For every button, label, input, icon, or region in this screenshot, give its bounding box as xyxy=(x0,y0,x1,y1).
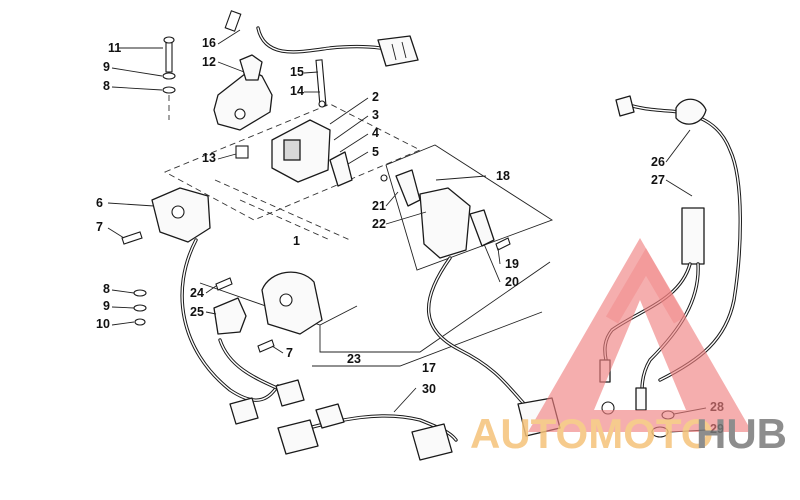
button-25 xyxy=(213,297,247,335)
callout-c4: 4 xyxy=(372,126,379,140)
connector-b xyxy=(275,379,305,407)
screw-7a xyxy=(121,231,143,245)
grommet-13 xyxy=(235,145,249,159)
callout-c23: 23 xyxy=(347,352,361,366)
housing-18 xyxy=(419,187,471,259)
callout-c6: 6 xyxy=(96,196,103,210)
watermark-text-prefix: AUTOMOTO xyxy=(470,410,713,457)
bracket-12 xyxy=(213,69,273,131)
housing-23 xyxy=(261,271,323,335)
callout-c7b: 7 xyxy=(286,346,293,360)
screw-24 xyxy=(215,277,233,291)
pin-14 xyxy=(315,59,327,107)
callout-c11: 11 xyxy=(108,41,121,55)
callout-c22: 22 xyxy=(372,217,386,231)
screw-19 xyxy=(495,237,511,251)
callout-c26: 26 xyxy=(651,155,665,169)
callout-c8a: 8 xyxy=(103,79,110,93)
connector-a xyxy=(229,397,259,425)
terminal-right xyxy=(635,387,647,411)
assembly-frame-18 xyxy=(385,144,554,271)
grommet-26 xyxy=(675,98,707,125)
assembly-frame-23 xyxy=(199,261,551,353)
connector-d xyxy=(315,403,345,429)
callout-c8b: 8 xyxy=(103,282,110,296)
callout-c1: 1 xyxy=(293,234,300,248)
bracket-12-arm xyxy=(239,54,263,81)
callout-c30: 30 xyxy=(422,382,436,396)
washer-stack-lower xyxy=(133,289,147,326)
callout-c15: 15 xyxy=(290,65,304,79)
callout-c21: 21 xyxy=(372,199,386,213)
callout-c7a: 7 xyxy=(96,220,103,234)
connector-e xyxy=(411,423,453,461)
watermark-triangle-logo xyxy=(528,238,752,432)
connector-c xyxy=(277,419,319,455)
callout-c18: 18 xyxy=(496,169,510,183)
callout-c19: 19 xyxy=(505,257,519,271)
callout-c12: 12 xyxy=(202,55,216,69)
grommet-16 xyxy=(224,10,242,32)
upper-harness-wire xyxy=(256,26,382,54)
watermark: AUTOMOTO HUB xyxy=(470,238,787,457)
assembly-frame-17 xyxy=(312,311,543,367)
callout-c9b: 9 xyxy=(103,299,110,313)
switch-housing-2 xyxy=(271,119,331,183)
callout-c5: 5 xyxy=(372,145,379,159)
callout-c24: 24 xyxy=(190,286,204,300)
callout-c27: 27 xyxy=(651,173,665,187)
bolt-11-stack xyxy=(162,36,176,120)
callout-c16: 16 xyxy=(202,36,216,50)
upper-harness-plug xyxy=(377,35,419,67)
assembly-frame-1 xyxy=(163,103,422,221)
callout-c17: 17 xyxy=(422,361,436,375)
lever-22 xyxy=(395,169,421,207)
callout-c13: 13 xyxy=(202,151,216,165)
harness-sleeve xyxy=(681,207,705,265)
assembly-guide-1 xyxy=(214,179,351,241)
callout-c2: 2 xyxy=(372,90,379,104)
screw-7b xyxy=(257,339,275,353)
lever-20 xyxy=(469,209,495,247)
watermark-text-suffix: HUB xyxy=(696,410,787,457)
screw-21 xyxy=(380,174,388,182)
harness-terminal-26 xyxy=(615,95,635,117)
callout-c25: 25 xyxy=(190,305,204,319)
callout-c14: 14 xyxy=(290,84,304,98)
callout-c9a: 9 xyxy=(103,60,110,74)
callout-c20: 20 xyxy=(505,275,519,289)
spring-5 xyxy=(329,151,353,187)
callout-c3: 3 xyxy=(372,108,379,122)
callout-c10: 10 xyxy=(96,317,110,331)
